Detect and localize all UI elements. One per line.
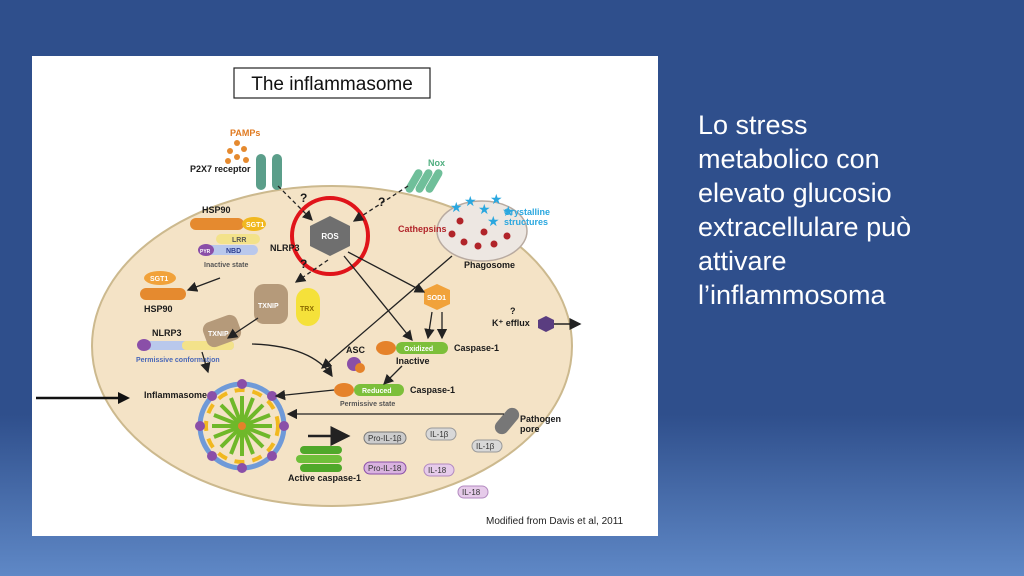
pro-il1b-box <box>363 431 407 445</box>
figure-title: The inflammasome <box>251 74 413 95</box>
nox-icon <box>405 169 443 193</box>
il18-a-box <box>423 463 455 477</box>
k-efflux-label: K⁺ efflux <box>492 318 530 328</box>
sgt1-left-blob <box>144 271 176 285</box>
il1b-b-box <box>471 439 503 453</box>
question-mark-2: ? <box>378 195 385 209</box>
phagosome-label: Phagosome <box>464 260 515 270</box>
pro-il18-label: Pro-IL-18 <box>368 464 402 473</box>
il18-b-label: IL-18 <box>462 488 481 497</box>
caption-line-5: attivare <box>698 246 787 276</box>
sgt1-left-label: SGT1 <box>150 276 168 283</box>
crystalline-label-2: structures <box>504 217 548 227</box>
nlrp3-permissive-pyr <box>137 339 151 351</box>
asc-blob-2 <box>355 363 365 373</box>
inflammasome-diagram: The inflammasome PAMPs P2X7 receptor Nox… <box>91 67 624 527</box>
txnip-small-blob <box>202 314 242 348</box>
il18-a-label: IL-18 <box>428 466 447 475</box>
k-question-mark: ? <box>510 306 516 316</box>
inactive-state-label: Inactive state <box>204 262 248 269</box>
pathogen-pore-icon <box>494 407 520 435</box>
sod1-icon <box>424 284 450 310</box>
nox-label: Nox <box>428 158 445 168</box>
reduced-label: Reduced <box>362 388 392 395</box>
svg-text:★: ★ <box>487 213 500 229</box>
caspase-oxidized-blob <box>376 341 396 355</box>
nlrp3-mid-label: NLRP3 <box>152 328 182 338</box>
pyr-label: PYR <box>200 249 211 255</box>
asc-label: ASC <box>346 345 366 355</box>
reduced-bar <box>354 384 404 396</box>
pathogen-label-2: pore <box>520 424 540 434</box>
svg-text:★: ★ <box>450 199 463 215</box>
inflammasome-label: Inflammasome <box>144 390 207 400</box>
caption-line-2: metabolico con <box>698 144 880 174</box>
permissive-conformation-label: Permissive conformation <box>136 357 220 364</box>
svg-text:★: ★ <box>490 191 503 207</box>
nbd-label: NBD <box>226 248 241 255</box>
caspase1-b-label: Caspase-1 <box>410 385 455 395</box>
slide-caption: Lo stress metabolico con elevato glucosi… <box>698 108 998 312</box>
p2x7-label: P2X7 receptor <box>190 164 251 174</box>
trx-label: TRX <box>300 306 314 313</box>
k-channel-icon <box>538 316 554 332</box>
caption-line-4: extracellulare può <box>698 212 912 242</box>
il1b-a-label: IL-1β <box>430 430 449 439</box>
il1b-b-label: IL-1β <box>476 442 495 451</box>
il18-b-box <box>457 485 489 499</box>
pamps-label: PAMPs <box>230 128 260 138</box>
hsp90-top-label: HSP90 <box>202 205 231 215</box>
pro-il18-box <box>363 461 407 475</box>
pathway-arrows <box>186 185 504 446</box>
pamps-icon <box>225 140 249 164</box>
sgt1-top-blob <box>242 217 266 231</box>
inactive-label: Inactive <box>396 356 430 366</box>
figure-panel: The inflammasome PAMPs P2X7 receptor Nox… <box>32 56 658 536</box>
active-caspase-label: Active caspase-1 <box>288 473 361 483</box>
pyr-blob <box>198 244 214 256</box>
sod1-label: SOD1 <box>427 295 446 302</box>
nbd-bar <box>206 245 258 255</box>
hsp90-left-label: HSP90 <box>144 304 173 314</box>
hsp90-top-bar <box>190 218 244 230</box>
trx-blob <box>296 288 320 326</box>
ros-highlight-ring <box>290 196 370 276</box>
crystalline-label-1: Crystalline <box>504 207 550 217</box>
hsp90-left-bar <box>140 288 186 300</box>
external-arrow <box>36 392 130 404</box>
ros-hexagon-icon <box>310 216 350 256</box>
pro-il1b-label: Pro-IL-1β <box>368 434 402 443</box>
svg-text:★: ★ <box>478 201 491 217</box>
oxidized-label: Oxidized <box>404 346 433 353</box>
txnip-label: TXNIP <box>258 303 279 310</box>
ros-label: ROS <box>321 232 339 241</box>
caspase1-a-label: Caspase-1 <box>454 343 499 353</box>
question-mark-3: ? <box>300 257 307 271</box>
svg-text:★: ★ <box>502 203 515 219</box>
cathepsin-dots <box>448 217 511 250</box>
svg-text:★: ★ <box>464 193 477 209</box>
permissive-state-label: Permissive state <box>340 401 395 408</box>
caption-line-3: elevato glucosio <box>698 178 892 208</box>
lrr-bar <box>216 234 260 244</box>
lrr-label: LRR <box>232 237 246 244</box>
cathepsins-label: Cathepsins <box>398 224 447 234</box>
active-caspase-icon <box>296 446 342 472</box>
p2x7-receptor-icon <box>256 154 282 190</box>
caspase-reduced-blob <box>334 383 354 397</box>
title-box <box>233 67 431 99</box>
crystal-star-icon: ★★ ★★ ★★ <box>450 191 515 229</box>
caption-line-6: l’inflammosoma <box>698 280 886 310</box>
question-mark-1: ? <box>300 191 307 205</box>
credit-text: Modified from Davis et al, 2011 <box>486 516 624 527</box>
caption-line-1: Lo stress <box>698 110 808 140</box>
txnip-small-label: TXNIP <box>208 331 229 338</box>
sgt1-top-label: SGT1 <box>246 222 264 229</box>
pathogen-label-1: Pathogen <box>520 414 561 424</box>
txnip-blob <box>254 284 288 324</box>
il1b-a-box <box>425 427 457 441</box>
inflammasome-ring-complex-icon <box>195 379 289 473</box>
oxidized-bar <box>396 342 448 354</box>
nlrp3-top-label: NLRP3 <box>270 243 300 253</box>
